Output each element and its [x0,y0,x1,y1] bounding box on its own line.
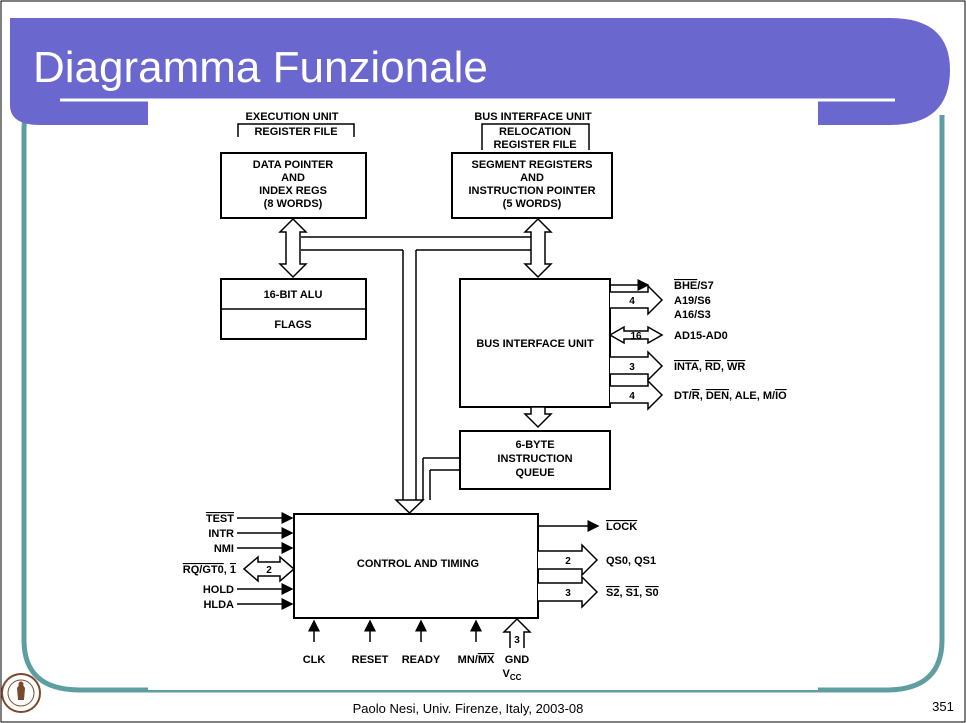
relocation-label: RELOCATION [499,126,571,138]
qs-label: QS0, QS1 [606,555,656,567]
data-pointer-line-2: AND [281,172,305,184]
queue-control-path [422,457,460,500]
vcc-sub: CC [510,673,522,682]
mn-signal: MN/ [458,654,478,666]
relocation-register-file-label: REGISTER FILE [493,139,576,151]
relocation-bracket [481,123,590,150]
queue-line-1: 6-BYTE [515,439,554,451]
io-signal: IO [775,390,787,402]
segment-registers-line-3: INSTRUCTION POINTER [468,185,595,197]
flags-label: FLAGS [274,319,311,331]
gnd-label: GND [505,654,530,666]
rq-signal: RQ/GT0 [183,564,224,576]
wr-signal: WR [727,361,745,373]
page-number: 351 [932,699,954,714]
rq-sep: , [224,564,230,576]
s-sep-2: , [639,587,645,599]
data-pointer-box [220,152,367,219]
bhe-signal: BHE [674,280,697,292]
control-timing-label: CONTROL AND TIMING [357,558,479,570]
ale-signal: , ALE, M/ [729,390,775,402]
biu-width-16: 16 [630,331,642,342]
rq-width: 2 [266,565,272,576]
control-output-arrows [538,520,600,609]
segment-registers-line-1: SEGMENT REGISTERS [471,159,592,171]
qs-width: 2 [565,556,571,567]
inta-rd-wr-label: INTA, RD, WR [674,361,745,373]
register-file-label: REGISTER FILE [254,126,337,138]
queue-line-2: INSTRUCTION [497,453,572,465]
r-signal: R [692,390,700,402]
bottom-input-arrows [308,617,532,648]
biu-width-4a: 4 [629,296,635,307]
biu-label: BUS INTERFACE UNIT [476,338,594,350]
s7-signal: /S7 [697,280,714,292]
vcc-label: VCC [503,668,522,682]
intr-label: INTR [208,528,234,540]
data-pointer-line-1: DATA POINTER [253,159,334,171]
s-sep-1: , [619,587,625,599]
execution-unit-label: EXECUTION UNIT [246,111,339,123]
dt-signal: DT/ [674,390,692,402]
lock-label: LOCK [606,521,637,533]
test-label: TEST [206,513,234,525]
sep-2: , [721,361,727,373]
gnd-width: 3 [514,635,520,646]
ad-label: AD15-AD0 [674,330,728,342]
title-banner [10,18,950,125]
s0-signal: S0 [645,587,658,599]
segment-registers-box [451,152,613,219]
control-input-arrows [237,512,296,610]
s2-signal: S2 [606,587,619,599]
mx-signal: MX [478,654,495,666]
vcc-v: V [503,668,511,680]
university-seal-icon [1,673,41,713]
biu-queue-arrow [523,406,553,429]
rq-one: 1 [230,564,236,576]
alu-label: 16-BIT ALU [264,289,323,301]
ready-label: READY [402,654,441,666]
hlda-label: HLDA [203,599,234,611]
hold-label: HOLD [203,584,234,596]
dt-den-label: DT/R, DEN, ALE, M/IO [674,390,787,402]
status-label: S2, S1, S0 [606,587,659,599]
biu-output-arrows [608,279,664,411]
nmi-label: NMI [214,543,234,555]
a19-label: A19/S6 [674,295,711,307]
s1-signal: S1 [626,587,639,599]
biu-box [459,278,611,408]
segment-registers-line-4: (5 WORDS) [503,198,562,210]
data-pointer-line-4: (8 WORDS) [264,198,323,210]
reset-label: RESET [352,654,389,666]
internal-bus [301,236,531,515]
sep-1: , [699,361,705,373]
inta-signal: INTA [674,361,699,373]
biu-width-3: 3 [629,362,635,373]
biu-width-4b: 4 [629,391,635,402]
seg-bus-arrow [523,217,553,279]
bhe-s7-label: BHE/S7 [674,280,714,292]
register-file-bracket [237,123,355,137]
segment-registers-line-2: AND [520,172,544,184]
a16-label: A16/S3 [674,309,711,321]
clk-label: CLK [303,654,326,666]
data-pointer-line-3: INDEX REGS [259,185,327,197]
queue-box [459,430,611,490]
rq-label: RQ/GT0, 1 [183,564,236,576]
biu-header-label: BUS INTERFACE UNIT [474,111,592,123]
rd-signal: RD [705,361,721,373]
sep-3: , [700,390,706,402]
slide-title: Diagramma Funzionale [33,43,488,92]
s-width: 3 [565,588,571,599]
den-signal: DEN [706,390,729,402]
control-timing-box [293,513,539,619]
queue-line-3: QUEUE [515,467,554,479]
footer-text: Paolo Nesi, Univ. Firenze, Italy, 2003-0… [353,701,584,716]
mn-mx-label: MN/MX [458,654,495,666]
dp-bus-arrow [278,217,308,279]
